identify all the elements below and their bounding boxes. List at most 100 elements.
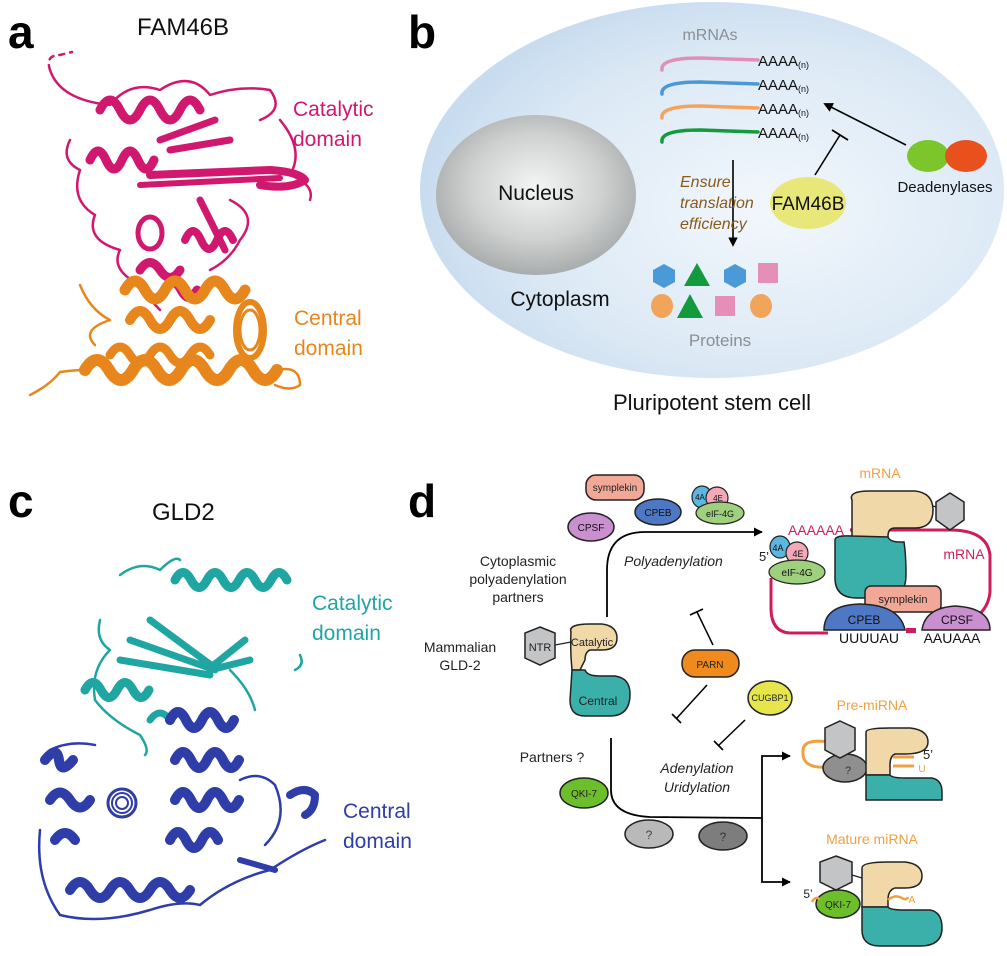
nucleus-label: Nucleus	[498, 182, 574, 205]
ntr-label: NTR	[529, 642, 552, 654]
gld2-catalytic-domain	[80, 557, 303, 757]
cytoplasm-label: Cytoplasm	[510, 288, 609, 311]
gld2-central-shape	[865, 774, 943, 801]
cugbp1-label: CUGBP1	[751, 693, 788, 703]
mrna-top-label: mRNA	[859, 465, 901, 481]
ntr-hexagon	[524, 626, 556, 666]
mammalian-label-1: Mammalian	[424, 639, 496, 655]
mature-mirna-strand	[887, 895, 910, 901]
fam46b-inhibition-line	[814, 134, 841, 176]
polya-tail-1: AAAA	[758, 53, 798, 70]
cell-caption: Pluripotent stem cell	[613, 390, 811, 415]
proteins-label: Proteins	[689, 331, 751, 350]
fam46b-central-label-1: Central	[294, 307, 362, 330]
gld2-central-label-2: domain	[343, 830, 412, 853]
panel-c: c GLD2 Catalytic domain Central domain	[8, 475, 412, 921]
mrna-3: AAAA(n)	[660, 101, 809, 120]
cpsf-chip-label: CPSF	[578, 523, 605, 534]
polya-sub-1: (n)	[798, 60, 809, 70]
qki7	[815, 889, 861, 919]
qki7-chip	[559, 777, 609, 809]
gld2-catalytic-text: Catalytic	[571, 637, 614, 649]
fam46b-catalytic-label-2: domain	[293, 128, 362, 151]
eif4g-chip	[695, 501, 745, 525]
five-prime-label: 5’	[759, 549, 769, 564]
cpeb-chip-label: CPEB	[644, 508, 672, 519]
adenylation-path	[610, 738, 763, 819]
gld2-central-label-1: Central	[343, 800, 411, 823]
cpsf	[921, 605, 991, 631]
mrna-side-label: mRNA	[943, 546, 985, 562]
mrna-polyadenylation-complex: mRNA AAAAAA mRNA 4A 4E eIF-4G 5’ symplek…	[759, 465, 992, 646]
mrna-1: AAAA(n)	[660, 53, 809, 72]
eif4g-label: eIF-4G	[781, 568, 812, 579]
pre-mirna-loop	[801, 739, 830, 769]
symplekin	[864, 585, 942, 613]
cugbp1-inhibits-uridylation	[717, 719, 746, 747]
deadenylases-label: Deadenylases	[897, 179, 992, 196]
cyto-partners-label-2: polyadenylation	[469, 571, 566, 587]
arrow-to-pre-mirna	[761, 751, 791, 818]
ntr-hexagon	[819, 855, 853, 891]
fam46b-central-domain	[28, 275, 302, 397]
panel-a-title: FAM46B	[137, 14, 229, 41]
panel-c-title: GLD2	[152, 499, 215, 526]
deadenylase-green	[907, 140, 949, 172]
panel-letter-c: c	[8, 475, 34, 527]
protein-circle	[651, 294, 673, 318]
unknown-partner-dark-label: ?	[720, 830, 727, 844]
symplekin-chip-label: symplekin	[593, 483, 637, 494]
panel-a: a FAM46B	[8, 6, 374, 397]
inhibition-bar	[713, 740, 724, 751]
panel-letter-a: a	[8, 6, 34, 58]
mrna-linker	[906, 628, 916, 633]
unknown-partner-dark	[698, 821, 748, 851]
ntr-linker	[851, 874, 863, 879]
panel-d: d symplekin CPEB CPSF 4A 4E eIF-4G Cytop…	[408, 465, 992, 947]
fam46b-central-label-2: domain	[294, 337, 363, 360]
gld2-central-domain	[37, 707, 327, 921]
mature-five-prime: 5’	[803, 887, 812, 901]
fam46b-oval	[770, 177, 846, 229]
parn-label: PARN	[696, 660, 723, 671]
mrna-4: AAAA(n)	[660, 125, 809, 144]
panel-letter-d: d	[408, 475, 436, 527]
gld2-catalytic-shape	[861, 861, 923, 908]
translation-label-1: Ensure	[680, 174, 731, 191]
gld2-central-shape	[861, 906, 943, 947]
protein-triangle	[684, 263, 710, 286]
mature-mirna-label: Mature miRNA	[826, 831, 918, 847]
adenylation-label: Adenylation	[659, 760, 733, 776]
uridylation-label: Uridylation	[664, 779, 730, 795]
polya-tail-2: AAAA	[758, 77, 798, 94]
inhibition-bar	[831, 129, 849, 141]
nucleus	[436, 115, 636, 275]
unknown-partner-light	[624, 819, 674, 849]
mrna-loop-left	[769, 578, 828, 635]
protein-hexagon	[724, 264, 746, 288]
mrna-2: AAAA(n)	[660, 77, 809, 96]
gld2-catalytic-shape	[865, 727, 929, 776]
partners-question-label: Partners ?	[520, 749, 585, 765]
cell-body	[420, 2, 1004, 378]
cugbp1-chip	[747, 680, 793, 716]
pre-mirna-complex: Pre-miRNA ? 5’ U	[801, 697, 943, 801]
proteins	[651, 263, 778, 318]
eif4a-chip-label: 4A	[695, 493, 705, 502]
arrow-to-mature-mirna	[761, 818, 791, 887]
aauaaa-label: AAUAAA	[924, 630, 981, 646]
eif4g-chip-label: eIF-4G	[706, 509, 734, 519]
unknown-partner-label: ?	[845, 765, 851, 777]
cpsf-label: CPSF	[941, 613, 973, 627]
eif4e-chip-label: 4E	[713, 494, 723, 503]
eif4g	[768, 559, 826, 585]
pre-mirna-label: Pre-miRNA	[837, 697, 908, 713]
cpeb-label: CPEB	[848, 613, 881, 627]
parn-inhibits-adenylation	[675, 684, 708, 720]
pre-mirna-five-prime: 5’	[923, 747, 933, 762]
polya-sub-4: (n)	[798, 132, 809, 142]
unknown-partner-light-label: ?	[646, 828, 653, 842]
protein-triangle	[677, 294, 703, 318]
protein-circle	[750, 294, 772, 318]
